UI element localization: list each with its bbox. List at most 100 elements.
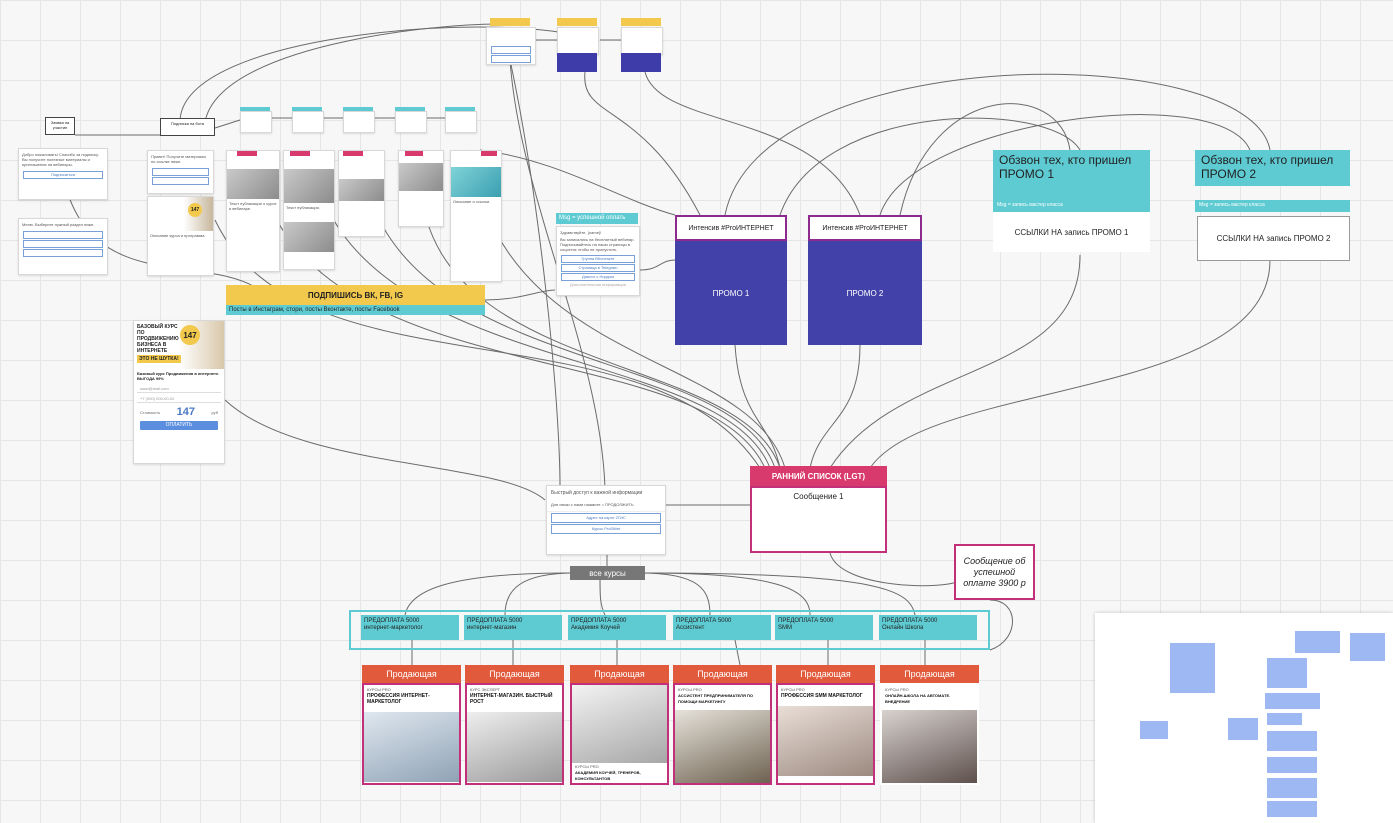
flow-message-card[interactable]	[621, 27, 663, 55]
flow-action-block[interactable]	[557, 53, 597, 72]
message-card-intro[interactable]: Привет! Получите материалы по ссылке ниж…	[147, 150, 214, 194]
social-post-card[interactable]: Текст публикации о курсе и вебинаре.	[226, 150, 280, 272]
card-button[interactable]	[491, 55, 531, 63]
social-post-card[interactable]	[398, 150, 444, 227]
selling-1-image	[364, 712, 459, 782]
card-button[interactable]	[23, 240, 103, 248]
flow-message-card[interactable]	[557, 27, 599, 55]
promo-2-header[interactable]: Интенсив #ProИНТЕРНЕТ	[808, 215, 922, 241]
info-card-button-map[interactable]: Адрес на карте 2ГИС	[551, 513, 661, 523]
info-card[interactable]: Быстрый доступ к важной информации Для с…	[546, 485, 666, 555]
selling-1-header[interactable]: Продающая	[362, 665, 461, 683]
landing-phone-input[interactable]: +7 (000) 000-00-00	[137, 395, 221, 403]
prepay-online-school[interactable]: ПРЕДОПЛАТА 5000 Онлайн Школа	[879, 615, 977, 640]
post-mini-card[interactable]	[292, 111, 324, 133]
selling-2-image	[467, 712, 562, 782]
prepay-assistant[interactable]: ПРЕДОПЛАТА 5000 Ассистент	[673, 615, 771, 640]
post-mini-card[interactable]	[343, 111, 375, 133]
card-button[interactable]	[491, 46, 531, 54]
card-button[interactable]	[152, 177, 209, 185]
selling-1-card[interactable]: КУРСЫ PRO ПРОФЕССИЯ ИНТЕРНЕТ-МАРКЕТОЛОГ	[362, 683, 461, 785]
post-mini-card[interactable]	[395, 111, 427, 133]
prepay-internet-shop[interactable]: ПРЕДОПЛАТА 5000 интернет-магазин	[464, 615, 562, 640]
post-mini-card[interactable]	[445, 111, 477, 133]
obzvon-1-title[interactable]: Обзвон тех, кто пришел ПРОМО 1	[993, 150, 1150, 200]
flow-header-yellow	[490, 18, 530, 26]
flow-message-card[interactable]	[486, 27, 536, 65]
msg-card-button-telegram[interactable]: Страница в Telegram	[561, 264, 635, 272]
post-tag	[343, 151, 363, 156]
card-button[interactable]: Подписаться	[23, 171, 103, 179]
msg-card-button-dialog[interactable]: Диалог с Нордом	[561, 273, 635, 281]
selling-2-brand: КУРС ЭКСПЕРТ	[470, 687, 501, 692]
selling-5-title: ПРОФЕССИЯ SMM МАРКЕТОЛОГ	[781, 693, 863, 699]
obzvon-1-subtitle: Msg = запись мастер класса	[993, 200, 1150, 212]
msg-card[interactable]: Здравствуйте, {name}! Вы записались на б…	[556, 226, 640, 296]
post-image	[284, 169, 334, 203]
early-list-body[interactable]: Сообщение 1	[750, 486, 887, 553]
landing-currency: руб	[211, 409, 218, 415]
selling-2-header[interactable]: Продающая	[465, 665, 564, 683]
landing-pay-button[interactable]: ОПЛАТИТЬ	[140, 421, 218, 430]
selling-4-brand: КУРСЫ PRO	[678, 687, 702, 692]
message-card-welcome[interactable]: Добро пожаловать! Спасибо за подписку. В…	[18, 148, 108, 200]
sticky-note-flow[interactable]: Подписка на бота	[160, 118, 215, 136]
info-card-button-courses[interactable]: Курсы ProDiliiet	[551, 524, 661, 534]
prepay-smm[interactable]: ПРЕДОПЛАТА 5000 SMM	[775, 615, 873, 640]
promo-1-block[interactable]: ПРОМО 1	[675, 241, 787, 345]
obzvon-1-body[interactable]: ССЫЛКИ НА запись ПРОМО 1	[993, 212, 1150, 252]
social-post-card[interactable]	[338, 150, 385, 237]
flow-header-yellow	[621, 18, 661, 26]
card-button[interactable]	[23, 249, 103, 257]
obzvon-2-body[interactable]: ССЫЛКИ НА запись ПРОМО 2	[1197, 216, 1350, 261]
promo-2-block[interactable]: ПРОМО 2	[808, 241, 922, 345]
post-header	[343, 107, 373, 111]
social-post-card[interactable]: Описание и ссылки.	[450, 150, 502, 282]
prepay-internet-marketer[interactable]: ПРЕДОПЛАТА 5000 интернет-маркетолог	[361, 615, 459, 640]
subscribe-banner-title[interactable]: ПОДПИШИСЬ ВК, FB, IG	[226, 285, 485, 305]
message-card-menu[interactable]: Меню. Выберите нужный раздел ниже.	[18, 218, 108, 275]
card-button[interactable]	[152, 168, 209, 176]
selling-3-card[interactable]: КУРСЫ PRO АКАДЕМИЯ КОУЧЕЙ, ТРЕНЕРОВ, КОН…	[570, 683, 669, 785]
subscribe-banner-subtitle: Посты в Инстаграм, стори, посты Вконтакт…	[226, 305, 485, 315]
selling-4-card[interactable]: КУРСЫ PRO АССИСТЕНТ ПРЕДПРИНИМАТЕЛЯ ПО П…	[673, 683, 772, 785]
minimap-block	[1267, 757, 1317, 773]
selling-5-card[interactable]: КУРСЫ PRO ПРОФЕССИЯ SMM МАРКЕТОЛОГ	[776, 683, 875, 785]
promo-1-header[interactable]: Интенсив #ProИНТЕРНЕТ	[675, 215, 787, 241]
selling-4-header[interactable]: Продающая	[673, 665, 772, 683]
payment-success-note[interactable]: Сообщение об успешной оплате 3900 р	[954, 544, 1035, 600]
selling-5-header[interactable]: Продающая	[776, 665, 875, 683]
minimap-block	[1140, 721, 1168, 739]
card-button[interactable]	[23, 231, 103, 239]
msg-card-button-vk[interactable]: Группа ВКонтакте	[561, 255, 635, 263]
social-post-card[interactable]: Текст публикации.	[283, 150, 335, 270]
msg-card-header: Msg = успешной оплать	[556, 213, 638, 224]
landing-email-input[interactable]: www@mail.com	[137, 385, 221, 393]
post-image	[284, 222, 334, 252]
msg-card-greeting: Здравствуйте, {name}!	[560, 230, 602, 235]
landing-price: 147	[176, 406, 195, 418]
selling-6-card[interactable]: КУРСЫ PRO ОНЛАЙН-ШКОЛА НА АВТОМАТЕ. ВНЕД…	[880, 683, 979, 785]
price-badge: 147	[188, 203, 202, 217]
post-image	[339, 179, 384, 201]
post-header	[445, 107, 475, 111]
selling-6-header[interactable]: Продающая	[880, 665, 979, 683]
post-image	[451, 167, 501, 197]
selling-2-card[interactable]: КУРС ЭКСПЕРТ ИНТЕРНЕТ-МАГАЗИН. БЫСТРЫЙ Р…	[465, 683, 564, 785]
selling-3-header[interactable]: Продающая	[570, 665, 669, 683]
selling-5-image	[778, 706, 873, 776]
course-preview-card[interactable]: 147 Описание курса и программа	[147, 196, 214, 276]
obzvon-2-title[interactable]: Обзвон тех, кто пришел ПРОМО 2	[1195, 150, 1350, 186]
prepay-coach-academy[interactable]: ПРЕДОПЛАТА 5000 Академия Коучей	[568, 615, 666, 640]
selling-4-title: АССИСТЕНТ ПРЕДПРИНИМАТЕЛЯ ПО ПОМОЩИ МАРК…	[678, 693, 753, 704]
early-list-title[interactable]: РАННИЙ СПИСОК (LGT)	[750, 466, 887, 486]
sticky-note-start[interactable]: Заявка на участие	[45, 117, 75, 135]
minimap-block	[1228, 718, 1258, 740]
flow-action-block[interactable]	[621, 53, 661, 72]
minimap-block	[1170, 643, 1215, 693]
post-mini-card[interactable]	[240, 111, 272, 133]
all-courses-node[interactable]: все курсы	[570, 566, 645, 580]
minimap[interactable]	[1095, 613, 1393, 823]
